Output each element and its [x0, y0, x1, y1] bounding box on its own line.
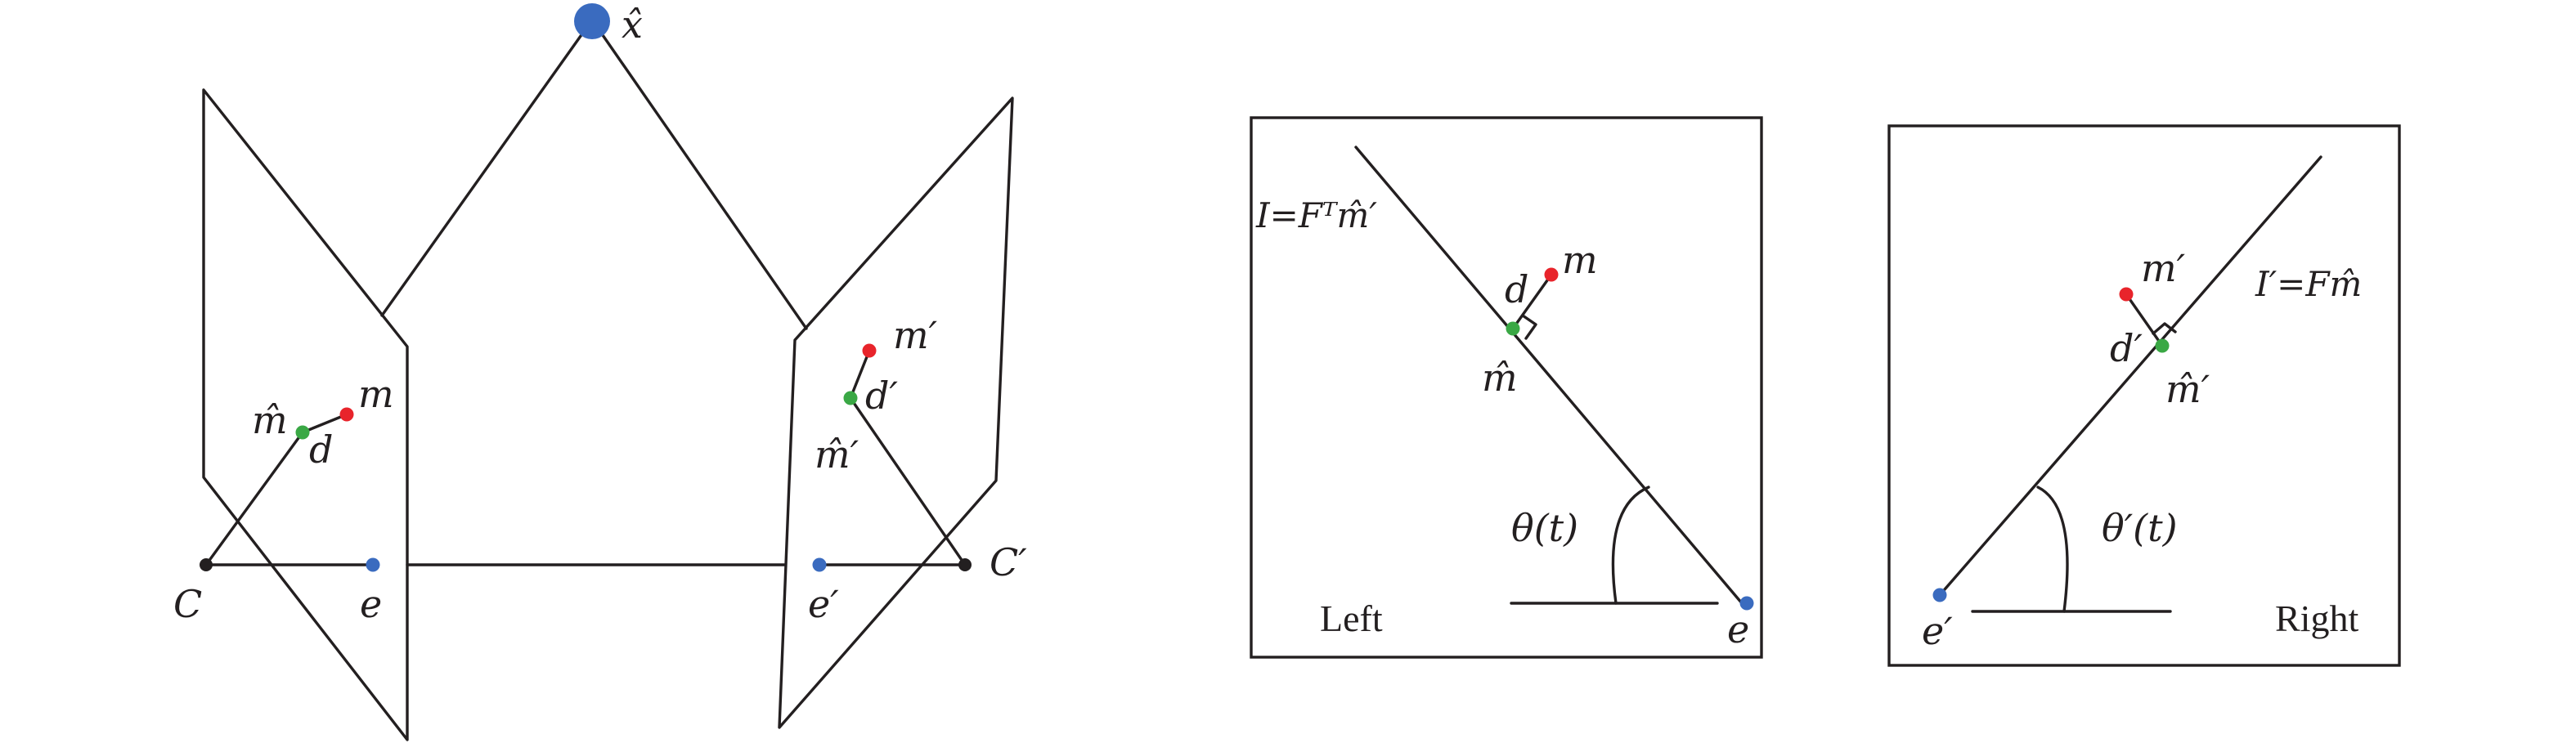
ray-left-to-point	[380, 23, 590, 317]
corrected-point-left	[295, 425, 310, 440]
observed-left-label: m	[358, 372, 394, 416]
left-panel-observed-label: m	[1562, 238, 1598, 282]
left-panel-observed-point	[1544, 267, 1559, 282]
right-panel-corrected-label: m̂′	[2165, 367, 2210, 411]
right-panel-epipole	[1932, 588, 1947, 602]
right-image-plane	[778, 96, 1014, 729]
left-distance-segment	[1511, 273, 1553, 330]
observed-point-left	[339, 407, 354, 422]
corrected-right-label: m̂′	[815, 432, 859, 477]
left-panel-frame	[1250, 116, 1763, 659]
left-line-label: I=Fᵀm̂′	[1255, 195, 1377, 235]
epipole-right-marker	[812, 557, 827, 572]
left-image-plane	[202, 88, 409, 741]
corrected-left-label: m̂	[252, 398, 288, 442]
left-panel-distance-label: d	[1505, 267, 1528, 311]
left-panel-epipole-label: e	[1727, 607, 1749, 651]
camera-left-label: C	[173, 582, 202, 626]
right-panel-observed-point	[2119, 287, 2134, 302]
camera-center-left	[200, 558, 213, 571]
corrected-point-right	[843, 391, 858, 405]
right-panel-distance-label: d′	[2110, 326, 2143, 370]
right-distance-segment	[2125, 293, 2164, 347]
point-3d-marker	[574, 3, 610, 39]
right-right-angle-mark	[2152, 322, 2177, 335]
ray-right-to-point	[594, 23, 808, 330]
right-image-panel: m′ I′=Fm̂ d′ m̂′ θ′(t) e′ Right	[1887, 124, 2401, 667]
ray-camera-left	[204, 431, 304, 566]
distance-segment-right	[849, 349, 871, 400]
camera-center-right	[958, 558, 972, 571]
right-panel-corrected-point	[2155, 338, 2170, 353]
camera-right-label: C′	[990, 540, 1027, 584]
right-panel-epipole-label: e′	[1922, 609, 1953, 653]
epipole-right-label: e′	[808, 582, 839, 626]
point-3d-label: x̂	[622, 2, 643, 47]
observed-right-label: m′	[893, 313, 938, 357]
right-epipolar-line	[1938, 155, 2322, 597]
left-image-panel: I=Fᵀm̂′ m d m̂ θ(t) e Left	[1250, 116, 1763, 659]
left-angle-arc	[1611, 486, 1650, 605]
observed-point-right	[862, 343, 877, 358]
right-panel-frame	[1887, 124, 2401, 667]
ray-camera-right	[849, 396, 967, 566]
right-angle-arc	[2036, 486, 2069, 613]
left-panel-title: Left	[1320, 598, 1383, 639]
distance-segment-left	[301, 413, 348, 434]
right-panel-title: Right	[2275, 598, 2358, 639]
distance-right-label: d′	[865, 374, 898, 418]
right-panel-observed-label: m′	[2141, 246, 2186, 290]
stereo-view: x̂ C e m̂ m d C′ e′ m′ d′ m̂′	[173, 2, 1027, 741]
left-epipolar-line	[1354, 145, 1744, 605]
right-line-label: I′=Fm̂	[2255, 264, 2362, 304]
right-angle-label: θ′(t)	[2102, 506, 2178, 550]
epipole-left-label: e	[360, 582, 382, 626]
left-panel-corrected-label: m̂	[1482, 356, 1518, 400]
epipole-left-marker	[366, 557, 380, 572]
left-angle-label: θ(t)	[1511, 506, 1578, 550]
left-panel-corrected-point	[1506, 321, 1520, 336]
left-panel-epipole	[1739, 596, 1754, 611]
left-right-angle-mark	[1521, 314, 1537, 340]
distance-left-label: d	[309, 427, 333, 472]
